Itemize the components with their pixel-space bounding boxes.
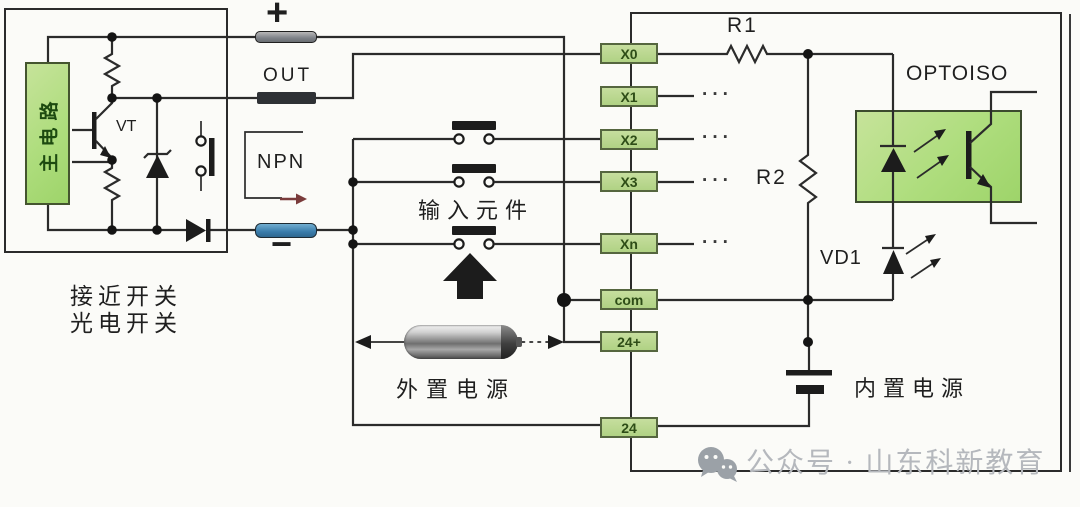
r2-label: R2 — [756, 166, 787, 189]
transistor-vt-symbol — [72, 98, 114, 161]
watermark-text: 公众号 · 山东科新教育 — [746, 448, 1046, 479]
reed-switch-symbol — [195, 121, 215, 191]
battery-cap — [501, 325, 518, 359]
zener-diode-symbol — [143, 98, 172, 230]
output-diode-symbol — [186, 219, 211, 242]
terminal-x0: X0 — [600, 43, 658, 64]
input-elements-arrow — [443, 253, 497, 299]
external-battery-image — [404, 325, 522, 359]
emitter-resistor-symbol — [102, 160, 122, 230]
ellipsis-xn: ··· — [702, 232, 733, 253]
opto-led-symbol — [880, 54, 949, 248]
battery-terminal-nub — [516, 337, 522, 347]
sensor-outline-box — [4, 8, 228, 253]
phototransistor-symbol — [966, 90, 1037, 225]
r1-label: R1 — [727, 14, 758, 37]
sensor-bottom-rail-wire — [46, 205, 255, 232]
terminal-x1: X1 — [600, 86, 658, 107]
plus-terminal-bar — [255, 31, 317, 43]
terminal-x2: X2 — [600, 129, 658, 150]
vd1-led-symbol — [882, 234, 941, 300]
sensor-caption-line2: 光电开关 — [70, 311, 182, 336]
r2-resistor-bus — [798, 54, 818, 342]
internal-battery-symbol — [658, 342, 832, 428]
vd1-label: VD1 — [820, 247, 862, 269]
main-circuit-block: 主电路 — [25, 62, 70, 205]
out-label: OUT — [263, 65, 313, 86]
push-button-x2 — [353, 121, 600, 145]
ellipsis-x2: ··· — [702, 127, 733, 148]
wechat-icon — [698, 447, 737, 482]
terminal-x3: X3 — [600, 171, 658, 192]
external-battery-arrows — [355, 335, 564, 349]
collector-resistor-symbol — [102, 37, 122, 98]
minus-terminal-bar — [255, 223, 317, 238]
external-power-label: 外置电源 — [396, 377, 517, 402]
push-button-xn — [353, 226, 600, 250]
plus-sign-label: + — [266, 0, 289, 34]
out-terminal-bar — [257, 92, 316, 104]
terminal-24p: 24+ — [600, 331, 658, 352]
terminal-24: 24 — [600, 417, 658, 438]
optoiso-box — [855, 110, 1022, 203]
internal-power-label: 内置电源 — [854, 376, 971, 401]
junction-dots — [107, 32, 813, 347]
vt-label: VT — [116, 118, 137, 135]
npn-label: NPN — [257, 151, 306, 173]
sensor-top-rail-wire — [46, 35, 255, 62]
minus-sign-label: − — [271, 223, 293, 264]
sensor-caption-line1: 接近开关 — [70, 284, 182, 309]
optoiso-label: OPTOISO — [906, 62, 1009, 85]
x0-r1-wire — [658, 43, 893, 65]
input-elements-label: 输入元件 — [418, 198, 535, 223]
plc-right-double-border — [1069, 14, 1072, 472]
terminal-xn: Xn — [600, 233, 658, 254]
push-button-x3 — [353, 164, 600, 188]
terminal-com: com — [600, 289, 658, 310]
npn-bracket — [244, 131, 307, 205]
ellipsis-x1: ··· — [702, 84, 733, 105]
out-to-x0-wire — [316, 52, 600, 100]
ellipsis-x3: ··· — [702, 170, 733, 191]
